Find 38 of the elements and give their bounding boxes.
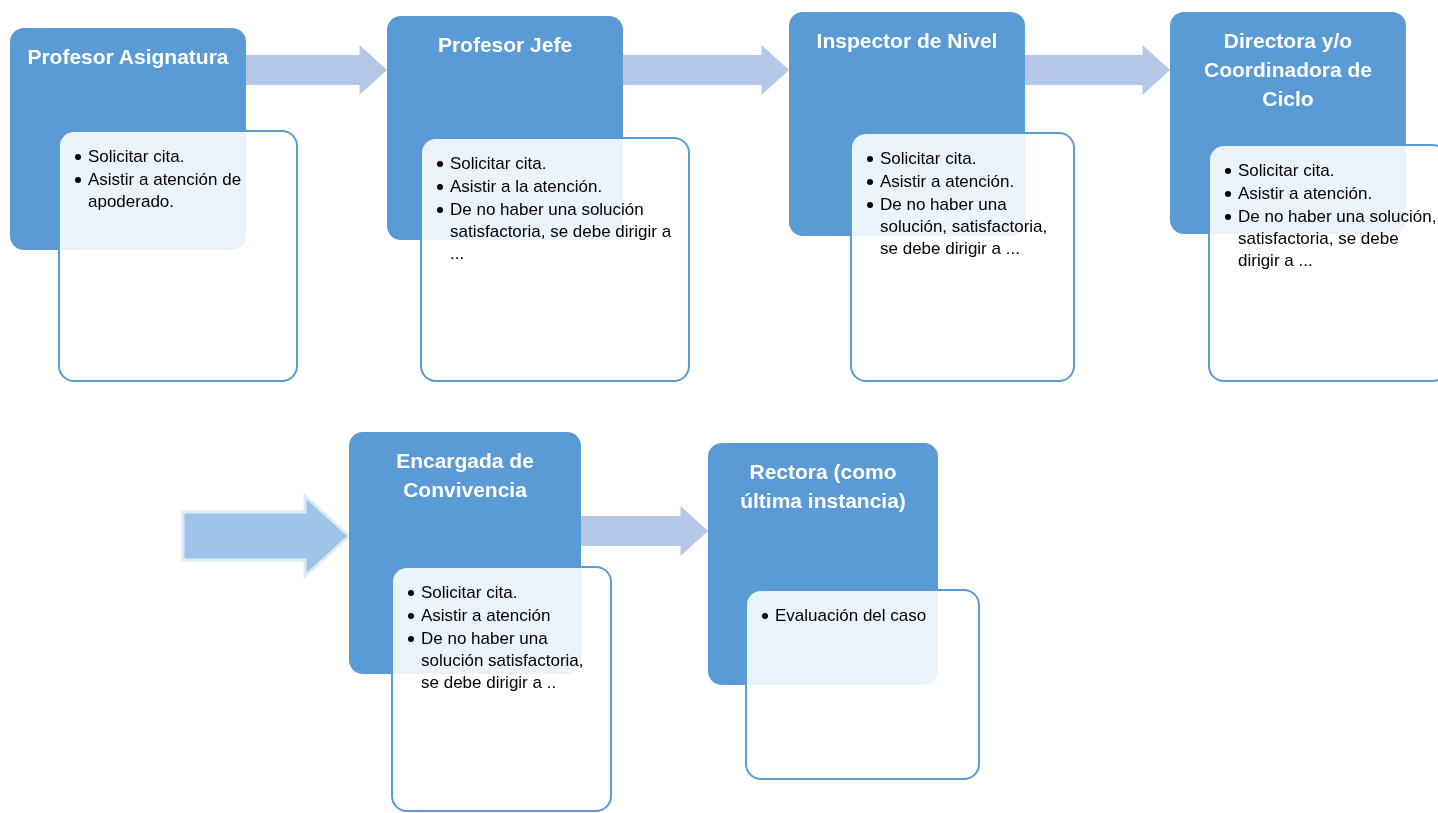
bullet-item: Solicitar cita. [880, 148, 1067, 170]
stage-header-box [10, 28, 246, 130]
block-arrow [581, 506, 708, 556]
task-box [58, 130, 298, 382]
bullet-item: Evaluación del caso [775, 605, 972, 627]
bullet-item: De no haber una solución, satisfactoria, se debe dirigir a ... [880, 194, 1067, 260]
stage-title: Profesor Asignatura [26, 44, 230, 70]
task-box [420, 137, 690, 382]
task-box [1208, 144, 1438, 382]
bullet-item: Asistir a atención. [880, 171, 1067, 193]
stage-title: Directora y/o Coordinadora de Ciclo [1203, 28, 1373, 112]
stage-header-box [708, 443, 938, 589]
bullet-item: De no haber una solución satisfactoria, se debe dirigir a ... [450, 199, 682, 265]
bullet-item: De no haber una solución, satisfactoria, se debe dirigir a ... [1238, 206, 1438, 272]
bullet-item: De no haber una solución satisfactoria, se debe dirigir a .. [421, 628, 604, 694]
stage-title: Rectora (como última instancia) [739, 459, 907, 514]
block-arrow [246, 45, 387, 95]
stage-title: Encargada de Convivencia [395, 448, 535, 503]
task-box [745, 589, 980, 780]
bullet-item: Asistir a atención. [1238, 183, 1438, 205]
bullet-item: Solicitar cita. [1238, 160, 1438, 182]
block-arrow [623, 45, 789, 95]
bullet-item: Asistir a atención de apoderado. [88, 169, 290, 213]
task-box [850, 132, 1075, 382]
stage-header-box [387, 16, 623, 137]
stage-title: Profesor Jefe [436, 32, 574, 58]
stage-title: Inspector de Nivel [815, 28, 999, 54]
block-arrow [1025, 45, 1170, 95]
stage-header-box [349, 432, 581, 566]
task-box [391, 566, 612, 812]
bullet-item: Asistir a la atención. [450, 176, 682, 198]
stage-header-box [1170, 12, 1406, 144]
bullet-item: Solicitar cita. [421, 582, 604, 604]
bullet-item: Solicitar cita. [88, 146, 290, 168]
bullet-item: Solicitar cita. [450, 153, 682, 175]
block-arrow [181, 492, 352, 580]
bullet-item: Asistir a atención [421, 605, 604, 627]
stage-header-box [789, 12, 1025, 132]
